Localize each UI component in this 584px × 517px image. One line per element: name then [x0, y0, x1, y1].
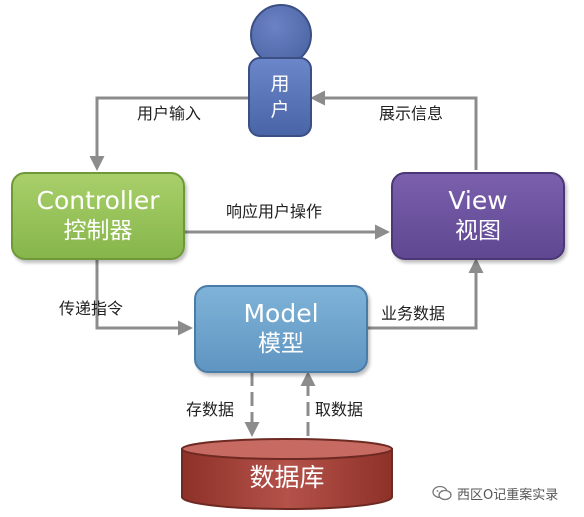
- controller-title-en: Controller: [36, 186, 160, 215]
- arrow-controller-to-model: [95, 258, 193, 336]
- edge-label-respond-operation: 响应用户操作: [226, 202, 323, 221]
- model-title-zh: 模型: [258, 331, 304, 357]
- edge-label-user-input: 用户输入: [137, 104, 202, 123]
- edge-label-pass-command: 传递指令: [59, 299, 124, 318]
- watermark: 西区O记重案实录: [432, 483, 558, 503]
- database-label: 数据库: [249, 463, 325, 492]
- user-label-1: 用: [270, 73, 290, 95]
- user-node: 用 户: [248, 57, 312, 137]
- wechat-icon: [432, 485, 452, 501]
- watermark-text: 西区O记重案实录: [457, 487, 559, 503]
- user-label-2: 户: [270, 99, 290, 121]
- edge-label-fetch-data: 取数据: [315, 400, 364, 419]
- model-node: Model 模型: [194, 285, 368, 373]
- controller-node: Controller 控制器: [11, 172, 185, 260]
- edge-label-store-data: 存数据: [186, 400, 235, 419]
- view-node: View 视图: [391, 172, 565, 260]
- view-title-zh: 视图: [455, 218, 501, 244]
- edge-label-show-info: 展示信息: [379, 104, 444, 123]
- edge-label-business-data: 业务数据: [381, 304, 446, 323]
- arrow-view-to-user: [310, 90, 478, 170]
- database-cylinder-icon: [181, 438, 393, 510]
- controller-title-zh: 控制器: [63, 218, 133, 244]
- user-head-icon: [250, 4, 312, 66]
- model-title-en: Model: [243, 299, 319, 328]
- view-title-en: View: [448, 186, 508, 215]
- arrow-user-to-controller: [89, 96, 248, 171]
- arrow-model-to-view: [366, 258, 484, 330]
